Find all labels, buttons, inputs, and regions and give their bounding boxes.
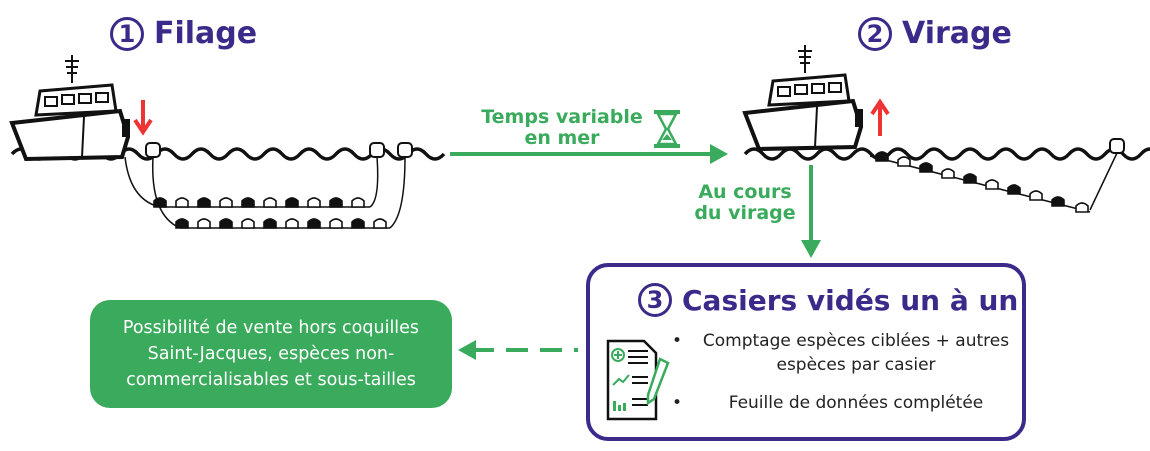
transition-1-2-line2: en mer (524, 127, 600, 149)
step3-box: 3 Casiers vidés un à un Comptage espèces… (586, 263, 1026, 441)
step1-label: Filage (154, 16, 258, 51)
down-arrow-icon (133, 100, 153, 136)
transition-2-3-label: Au cours du virage (690, 182, 800, 224)
step3-label: Casiers vidés un à un (682, 283, 1019, 317)
step2-number: 2 (858, 16, 892, 51)
trap-row-1 (153, 197, 365, 208)
boat-icon (10, 53, 132, 161)
step1-number: 1 (110, 16, 144, 51)
outcome-box: Possibilité de vente hors coquilles Sain… (90, 300, 452, 408)
pencil-icon (646, 357, 670, 406)
boat-icon-2 (743, 43, 865, 151)
transition-1-2-label: Temps variable en mer (474, 107, 650, 149)
arrow-step1-to-step2 (450, 144, 728, 164)
bullet-item: Feuille de données complétée (670, 391, 1020, 415)
transition-2-3-line2: du virage (694, 202, 796, 224)
trap-line-hauled (875, 151, 1089, 213)
step2-title: 2 Virage (858, 16, 1012, 51)
trap-row-2 (175, 218, 387, 229)
step2-label: Virage (902, 16, 1012, 51)
hourglass-icon (654, 110, 680, 148)
outcome-text: Possibilité de vente hors coquilles Sain… (122, 318, 420, 390)
step3-number: 3 (638, 283, 672, 317)
transition-1-2-line1: Temps variable (481, 106, 643, 128)
step3-title: 3 Casiers vidés un à un (638, 283, 1018, 317)
arrow-step2-to-step3 (801, 165, 821, 258)
sea-surface-2 (743, 147, 1150, 161)
arrow-step3-to-outcome (458, 340, 578, 360)
transition-2-3-line1: Au cours (698, 181, 792, 203)
step3-bullet-list: Comptage espèces ciblées + autres espèce… (670, 329, 1020, 429)
step1-title: 1 Filage (110, 16, 257, 51)
data-sheet-icon (606, 339, 670, 421)
bullet-item: Comptage espèces ciblées + autres espèce… (670, 329, 1020, 377)
up-arrow-icon (870, 98, 890, 136)
